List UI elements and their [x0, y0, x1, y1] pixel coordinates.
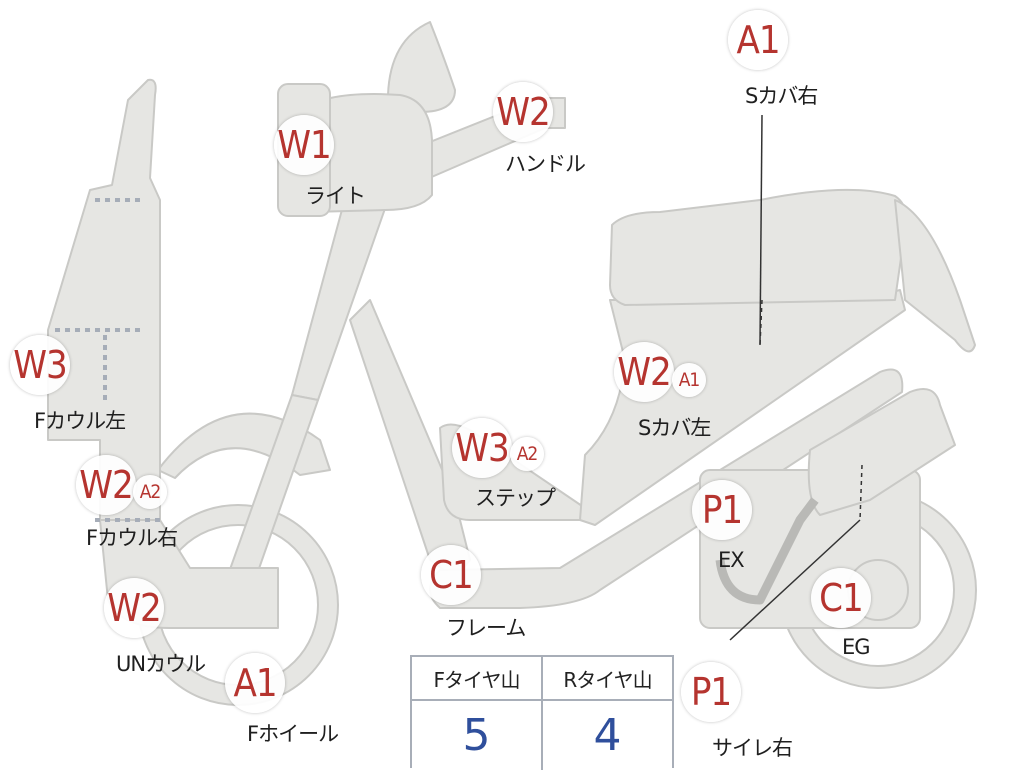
- marker-fcowl-right-a2[interactable]: A2: [133, 475, 167, 509]
- label-fcowl-left: Fカウル左: [34, 409, 126, 433]
- label-ex: EX: [718, 548, 745, 572]
- muffler-shape: [807, 388, 956, 516]
- label-fwheel: Fホイール: [247, 722, 339, 746]
- tread-table-header: Fタイヤ山 Rタイヤ山: [412, 657, 672, 701]
- cowl-seam-lines: [55, 198, 160, 522]
- exhaust-pipe-shape: [715, 497, 819, 605]
- tread-table-values: 5 4: [412, 701, 672, 770]
- label-un-cowl: UNカウル: [116, 652, 206, 676]
- value-rear-tire[interactable]: 4: [541, 701, 672, 770]
- tire-tread-table: Fタイヤ山 Rタイヤ山 5 4: [410, 655, 674, 770]
- label-handle: ハンドル: [505, 152, 586, 176]
- marker-light[interactable]: W1: [274, 115, 334, 175]
- marker-scover-left-a1[interactable]: A1: [672, 363, 706, 397]
- marker-scover-left-w2[interactable]: W2: [614, 342, 674, 402]
- label-step: ステップ: [475, 486, 556, 510]
- marker-scover-right[interactable]: A1: [728, 10, 788, 70]
- head-cowl-shape: [299, 93, 433, 213]
- marker-eg[interactable]: C1: [811, 568, 871, 628]
- tail-cowl-shape: [894, 199, 976, 353]
- value-front-tire[interactable]: 5: [462, 710, 491, 761]
- header-front-tire: Fタイヤ山: [433, 667, 521, 692]
- header-rear-tire: Rタイヤ山: [541, 657, 672, 699]
- label-light: ライト: [305, 184, 366, 208]
- leader-lines: [729, 114, 863, 641]
- seat-shape: [609, 188, 908, 306]
- marker-handle[interactable]: W2: [493, 82, 553, 142]
- label-frame: フレーム: [446, 616, 526, 640]
- label-eg: EG: [842, 635, 871, 659]
- label-scover-right: Sカバ右: [745, 84, 818, 108]
- marker-step-w3[interactable]: W3: [452, 418, 512, 478]
- label-fcowl-right: Fカウル右: [86, 526, 178, 550]
- marker-muffler-right[interactable]: P1: [681, 662, 741, 722]
- marker-un-cowl[interactable]: W2: [104, 578, 164, 638]
- marker-fwheel[interactable]: A1: [225, 653, 285, 713]
- marker-fcowl-right-w2[interactable]: W2: [76, 455, 136, 515]
- marker-fcowl-left[interactable]: W3: [10, 335, 70, 395]
- front-cowl-shape: [47, 78, 161, 521]
- label-muffler-right: サイレ右: [712, 736, 793, 760]
- marker-ex[interactable]: P1: [692, 480, 752, 540]
- marker-step-a2[interactable]: A2: [510, 437, 544, 471]
- label-scover-left: Sカバ左: [638, 416, 711, 440]
- marker-frame[interactable]: C1: [421, 545, 481, 605]
